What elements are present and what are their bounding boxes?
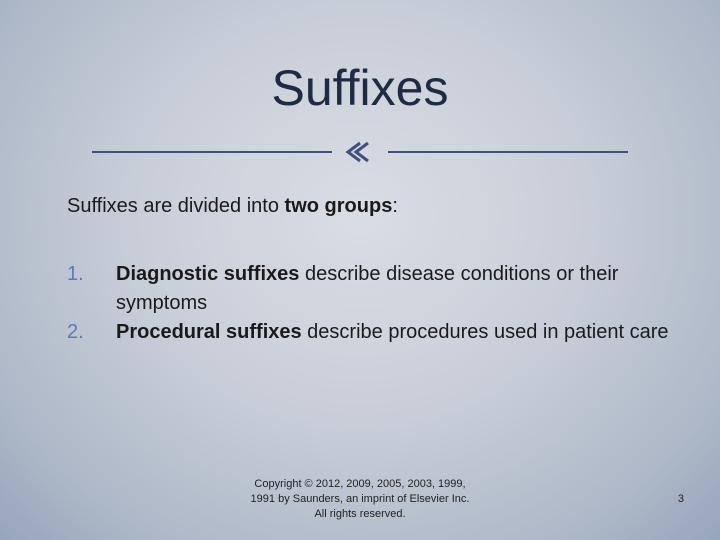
page-number: 3	[677, 493, 684, 505]
list-item-term: Procedural suffixes	[116, 321, 302, 343]
divider-line-right	[388, 151, 628, 153]
title-divider	[92, 140, 628, 164]
intro-suffix: :	[392, 195, 398, 217]
intro-prefix: Suffixes are divided into	[67, 195, 285, 217]
list-number: 2.	[67, 321, 84, 343]
suffix-groups-list: 1. Diagnostic suffixes describe disease …	[67, 260, 677, 347]
list-item-term: Diagnostic suffixes	[116, 263, 300, 285]
list-number: 1.	[67, 263, 84, 285]
list-item: 1. Diagnostic suffixes describe disease …	[67, 260, 677, 318]
intro-bold: two groups	[284, 195, 393, 217]
copyright-notice: Copyright © 2012, 2009, 2005, 2003, 1999…	[250, 478, 470, 520]
chevron-ornament-icon	[345, 141, 369, 163]
list-item: 2. Procedural suffixes describe procedur…	[67, 318, 677, 347]
intro-text: Suffixes are divided into two groups:	[67, 195, 398, 218]
slide-title: Suffixes	[271, 60, 449, 116]
list-item-description: describe disease conditions or their sym…	[116, 263, 619, 314]
list-item-description: describe procedures used in patient care	[301, 321, 669, 343]
divider-line-left	[92, 151, 332, 153]
